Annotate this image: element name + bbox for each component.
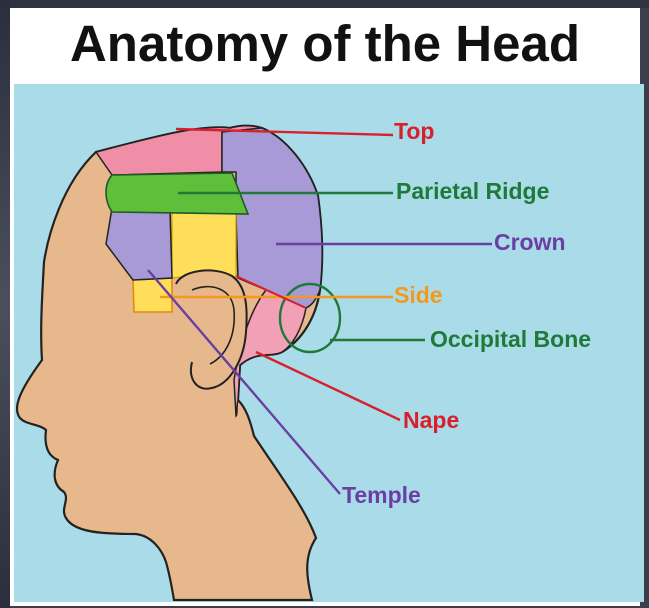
label-parietal-ridge: Parietal Ridge — [396, 178, 549, 204]
label-nape: Nape — [403, 407, 459, 433]
label-top: Top — [394, 118, 434, 144]
label-occipital-bone: Occipital Bone — [430, 326, 591, 352]
region-side — [172, 212, 236, 278]
label-side: Side — [394, 282, 443, 308]
label-crown: Crown — [494, 229, 566, 255]
nape-leader-line — [256, 352, 400, 420]
region-side-lower — [133, 278, 172, 312]
label-temple: Temple — [342, 482, 421, 508]
